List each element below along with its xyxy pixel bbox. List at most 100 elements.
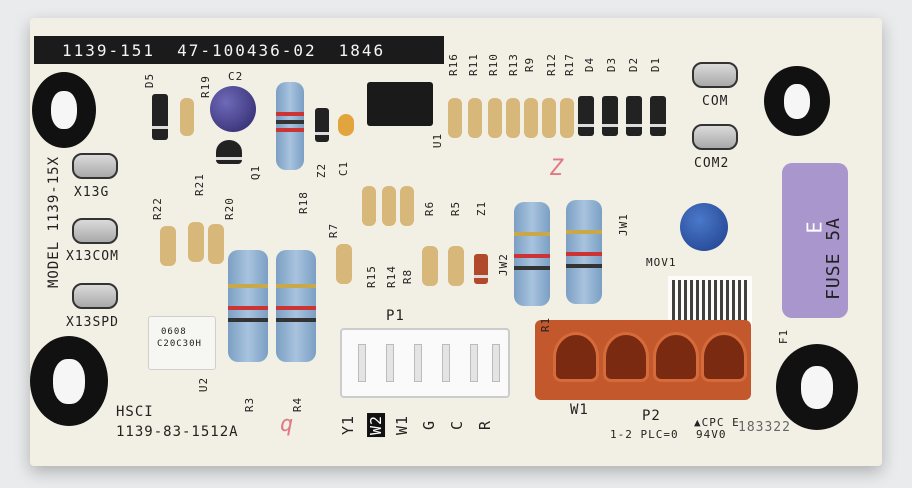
resistor-r13 [506, 98, 520, 138]
board-header-strip: 1139-151 47-100436-02 1846 [34, 36, 444, 64]
resistor-r7 [336, 244, 352, 284]
diode-d5 [152, 94, 168, 140]
label-jw1: JW1 [616, 213, 630, 236]
label-rating: 94V0 [696, 428, 727, 441]
circuit-board: 1139-151 47-100436-02 1846 MODEL 1139-15… [30, 18, 882, 466]
label-d4: D4 [583, 56, 597, 73]
label-r22: R22 [150, 197, 164, 220]
header-number: 47-100436-02 [177, 40, 317, 60]
label-r18: R18 [296, 191, 310, 214]
label-r1: R1 [539, 316, 553, 333]
label-board-id: 1139-83-1512A [116, 424, 239, 440]
label-f1: F1 [777, 328, 791, 345]
label-serial: 183322 [738, 420, 791, 435]
label-r3: R3 [243, 396, 257, 413]
label-c1: C1 [337, 160, 351, 177]
fuse-label: FUSE 5A [822, 217, 844, 300]
resistor-r14 [382, 186, 396, 226]
label-r15: R15 [364, 265, 378, 288]
resistor-r16 [448, 98, 462, 138]
p1-pin-c: C [448, 419, 467, 431]
terminal-x13com [72, 218, 118, 244]
label-cpc: ▲CPC E [694, 416, 740, 429]
label-r14: R14 [384, 265, 398, 288]
label-jw2: JW2 [496, 253, 510, 276]
label-u2: U2 [197, 376, 211, 393]
label-r10: R10 [486, 53, 500, 76]
transistor-q1 [216, 140, 242, 164]
label-r8: R8 [401, 268, 415, 285]
label-r20: R20 [222, 197, 236, 220]
label-d1: D1 [649, 56, 663, 73]
header-code: 1846 [338, 40, 386, 60]
p1-pin-w2: W2 [367, 412, 386, 438]
mount-hole-top-right [764, 66, 830, 136]
label-r12: R12 [544, 53, 558, 76]
label-r4: R4 [291, 396, 305, 413]
terminal-com2 [692, 124, 738, 150]
terminal-x13g [72, 153, 118, 179]
label-p2: P2 [642, 408, 661, 424]
resistor-r5 [448, 246, 464, 286]
mount-hole-bottom-left [30, 336, 108, 426]
label-r13: R13 [506, 53, 520, 76]
label-r7: R7 [327, 222, 341, 239]
diode-d4 [578, 96, 594, 136]
chip-u1 [367, 82, 433, 126]
label-c2: C2 [228, 70, 244, 83]
label-r9: R9 [523, 56, 537, 73]
resistor-r18 [276, 82, 304, 170]
resistor-r22 [160, 226, 176, 266]
label-r21: R21 [192, 173, 206, 196]
fuse-f1: E [782, 163, 848, 318]
terminal-x13spd [72, 283, 118, 309]
varistor-mov1 [680, 203, 728, 251]
resistor-jw2 [514, 202, 550, 306]
label-plc: 1-2 PLC=0 [610, 428, 679, 441]
p1-pin-g: G [420, 419, 439, 431]
resistor-r3 [228, 250, 268, 362]
chip-u2: 0608 C20C30H [148, 316, 216, 370]
header-part: 1139-151 [62, 40, 156, 60]
label-d5: D5 [143, 72, 157, 89]
label-r5: R5 [449, 200, 463, 217]
label-p1: P1 [386, 308, 405, 324]
resistor-jw1 [566, 200, 602, 304]
resistor-r8 [400, 186, 414, 226]
mount-hole-bottom-right [776, 344, 858, 430]
label-r17: R17 [562, 53, 576, 76]
capacitor-c1 [338, 114, 354, 136]
qr-code [668, 276, 752, 328]
label-z1: Z1 [475, 200, 489, 217]
resistor-r21 [188, 222, 204, 262]
label-x13g: X13G [74, 185, 110, 200]
zener-z1 [474, 254, 488, 284]
label-r6: R6 [423, 200, 437, 217]
resistor-r11 [468, 98, 482, 138]
zener-z2 [315, 108, 329, 142]
diode-d1 [650, 96, 666, 136]
p1-pin-y1: Y1 [339, 414, 358, 436]
label-z2: Z2 [315, 162, 329, 179]
label-u1: U1 [431, 132, 445, 149]
resistor-r10 [488, 98, 502, 138]
label-x13spd: X13SPD [66, 315, 119, 330]
label-q1: Q1 [249, 164, 263, 181]
resistor-r15 [362, 186, 376, 226]
label-mov1: MOV1 [646, 256, 677, 269]
red-pen-mark-2: q [280, 412, 294, 437]
resistor-r4 [276, 250, 316, 362]
resistor-r12 [542, 98, 556, 138]
resistor-r19 [180, 98, 194, 136]
red-pen-mark-1: Z [550, 156, 564, 181]
label-r11: R11 [466, 53, 480, 76]
label-hsci: HSCI [116, 404, 154, 420]
p1-pin-r: R [476, 419, 495, 431]
label-p2-w1: W1 [570, 402, 589, 418]
model-label: MODEL 1139-15X [46, 155, 63, 289]
p1-pin-w1: W1 [393, 414, 412, 436]
label-com2: COM2 [694, 156, 730, 171]
diode-d3 [602, 96, 618, 136]
label-d2: D2 [627, 56, 641, 73]
label-r16: R16 [446, 53, 460, 76]
